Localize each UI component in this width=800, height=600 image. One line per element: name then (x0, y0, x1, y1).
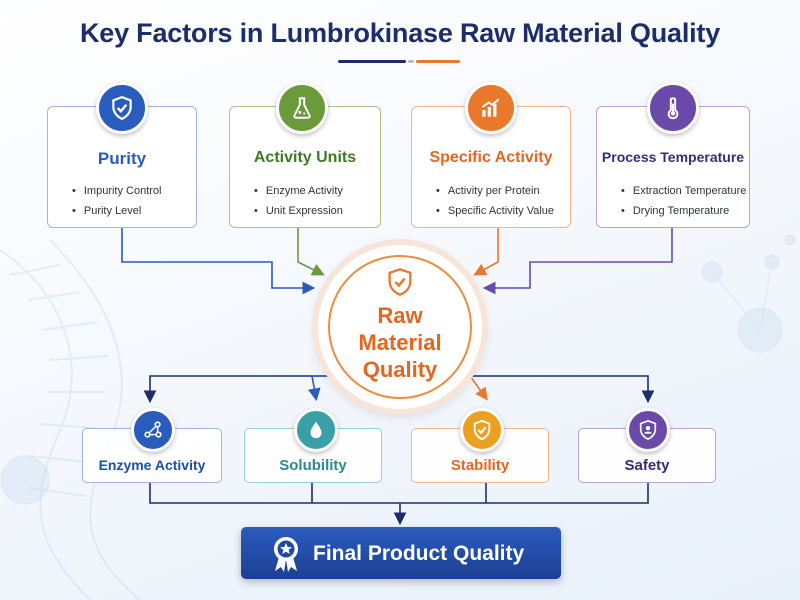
flask-icon (276, 82, 328, 134)
factor-title: Specific Activity (429, 149, 553, 166)
factor-item: Extraction Temperature (621, 181, 747, 201)
thermometer-icon (647, 82, 699, 134)
factor-item: Drying Temperature (621, 201, 746, 221)
shield-check-icon (460, 408, 504, 452)
shield-check-icon (96, 82, 148, 134)
outcome-label: Safety (624, 457, 670, 474)
final-label: Final Product Quality (313, 542, 525, 565)
outcome-solubility: Solubility (244, 428, 382, 483)
person-shield-icon (626, 408, 670, 452)
factor-item: Activity per Protein (436, 181, 554, 201)
factor-title: Process Temperature (601, 149, 745, 165)
droplet-icon (294, 408, 338, 452)
hub-label-line: Material (358, 330, 442, 355)
hub-ring (328, 255, 472, 399)
bar-chart-icon (465, 82, 517, 134)
factor-item: Impurity Control (72, 181, 162, 201)
factor-title: Activity Units (253, 149, 357, 166)
factor-item: Purity Level (72, 201, 162, 221)
factor-item: Enzyme Activity (254, 181, 343, 201)
hub-label-line: Raw (377, 303, 423, 328)
molecule-icon (131, 408, 175, 452)
page-title: Key Factors in Lumbrokinase Raw Material… (79, 18, 721, 48)
raw-material-quality-hub: Raw Material Quality (318, 245, 482, 409)
hub-label-line: Quality (362, 357, 438, 382)
factor-item: Unit Expression (254, 201, 343, 221)
title-underline-orange (416, 60, 460, 63)
outcome-label: Solubility (279, 457, 347, 474)
final-product-quality-box: Final Product Quality (241, 527, 561, 579)
outcome-label: Enzyme Activity (98, 457, 206, 473)
factor-card-purity: Purity Impurity ControlPurity Level (47, 106, 197, 228)
hub-label: Raw Material Quality (318, 302, 482, 383)
outcome-label: Stability (450, 457, 510, 474)
factor-item: Specific Activity Value (436, 201, 554, 221)
award-ribbon-icon (274, 537, 298, 572)
title-underline-dot (408, 60, 414, 63)
factor-title: Purity (97, 149, 147, 168)
title-underline-navy (338, 60, 406, 63)
shield-check-icon (388, 268, 412, 296)
